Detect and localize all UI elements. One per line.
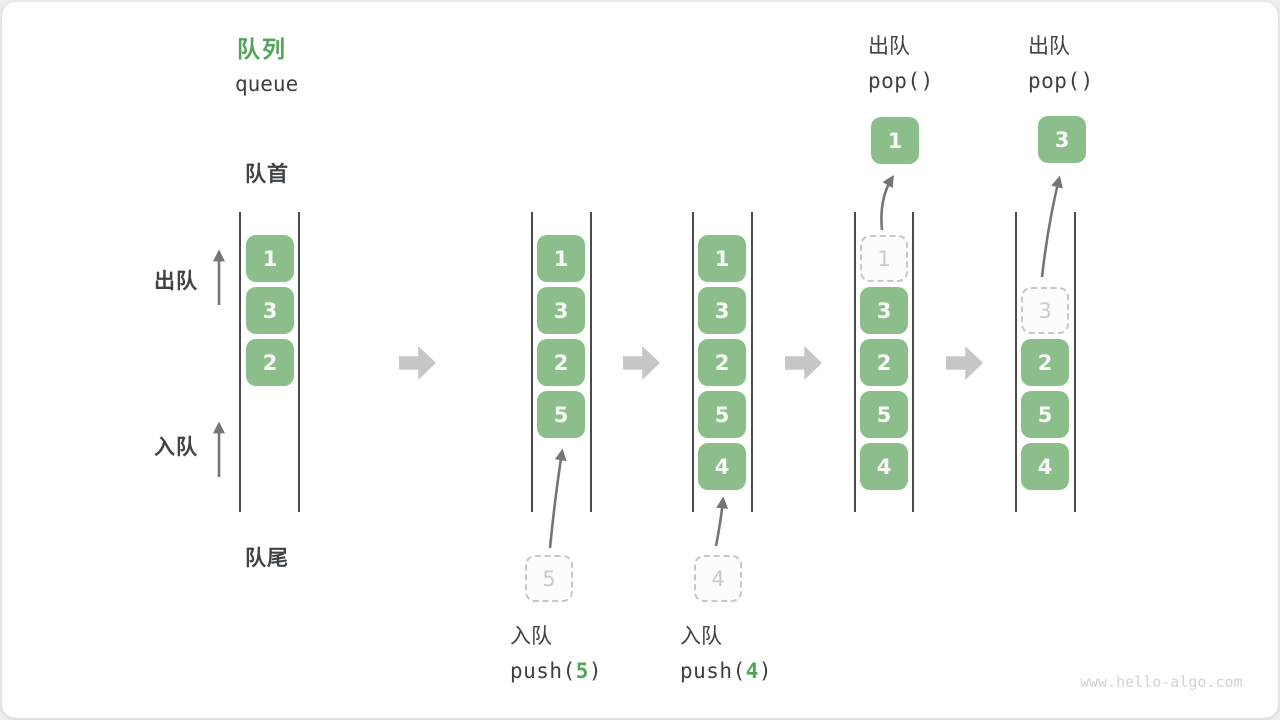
flow-arrow-icon [399,346,436,380]
dequeued-ghost-cell: 1 [860,235,908,282]
queue-front-label: 队首 [245,163,289,186]
queue-cell: 2 [246,339,294,386]
queue-cell: 4 [860,443,908,490]
queue-cell: 5 [698,391,746,438]
push-code: push(5) [510,654,602,689]
push-code-arg: 4 [745,659,759,683]
push-code: push(4) [680,654,772,689]
queue-cell: 2 [537,339,585,386]
incoming-ghost-cell: 5 [525,555,573,602]
popped-cell: 3 [1038,116,1086,163]
diagram-title-zh: 队列 [237,36,287,62]
enqueue-side-label: 入队 [154,436,198,459]
pop-action-zh: 出队 [1028,35,1070,58]
queue-cell: 3 [537,287,585,334]
queue-cell: 3 [860,287,908,334]
incoming-ghost-cell: 4 [694,555,742,602]
queue-cell: 5 [537,391,585,438]
queue-rear-label: 队尾 [245,547,289,570]
pop-code: pop() [868,69,934,93]
flow-arrow-icon [785,346,822,380]
dequeued-ghost-cell: 3 [1021,287,1069,334]
queue5-right-wall [1074,212,1076,512]
push5-arrow-icon [548,448,567,549]
push4-arrow-icon [714,496,729,547]
push-code-open: push( [680,659,746,683]
queue-cell: 3 [698,287,746,334]
pop-code: pop() [1028,69,1094,93]
push-operation-label-2: 入队 push(4) [680,619,772,689]
queue-cell: 2 [698,339,746,386]
queue-cell: 5 [860,391,908,438]
flow-arrow-icon [623,346,660,380]
queue4-left-wall [854,212,856,512]
popped-cell: 1 [871,117,919,164]
queue1-right-wall [298,212,300,512]
queue-cell: 4 [1021,443,1069,490]
pop-action-zh: 出队 [868,35,910,58]
push-code-open: push( [510,659,576,683]
diagram-title-en: queue [235,72,299,96]
queue1-left-wall [239,212,241,512]
queue4-right-wall [912,212,914,512]
queue-cell: 4 [698,443,746,490]
pop-operation-label-2: 出队 pop() [1028,29,1094,99]
queue2-left-wall [531,212,533,512]
queue3-left-wall [692,212,694,512]
queue-cell: 1 [537,235,585,282]
dequeue-side-label: 出队 [154,270,198,293]
queue2-right-wall [590,212,592,512]
push-code-arg: 5 [575,659,589,683]
queue-cell: 1 [246,235,294,282]
queue-cell: 1 [698,235,746,282]
queue5-left-wall [1015,212,1017,512]
watermark: www.hello-algo.com [1080,673,1243,691]
pop1-arrow-icon [880,174,894,231]
push-code-close: ) [758,659,773,683]
queue-cell: 2 [860,339,908,386]
push-action-zh: 入队 [510,625,552,648]
queue-cell: 2 [1021,339,1069,386]
queue-cell: 5 [1021,391,1069,438]
push-action-zh: 入队 [680,625,722,648]
push-code-close: ) [588,659,603,683]
flow-arrow-icon [946,346,983,380]
queue3-right-wall [751,212,753,512]
push-operation-label-1: 入队 push(5) [510,619,602,689]
pop-operation-label-1: 出队 pop() [868,29,934,99]
queue-cell: 3 [246,287,294,334]
pop2-arrow-icon [1040,175,1063,278]
